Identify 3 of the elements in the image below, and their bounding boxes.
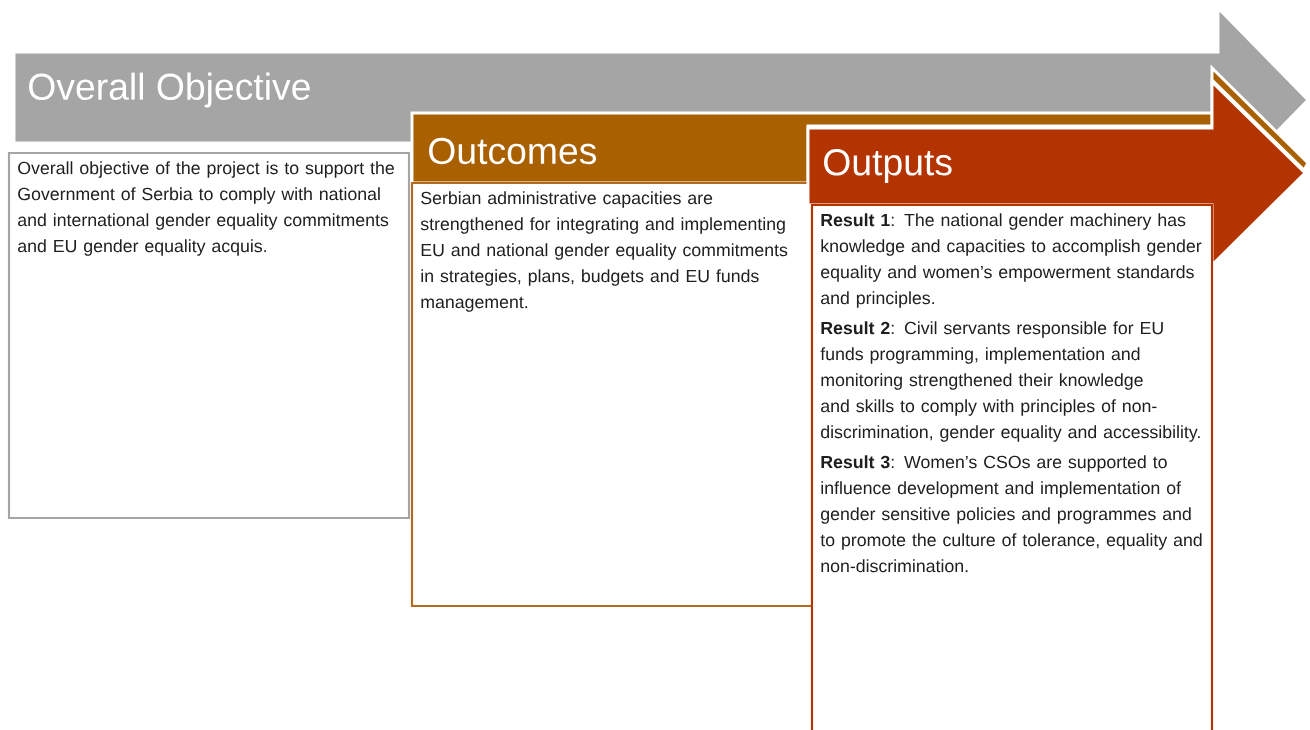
text-box: Overall objective of the project is to support the Government of Serbia to comply with national and international gender equality commitments and EU gender equality acquis.	[7, 151, 411, 520]
text-box: Serbian administrative capacities are strengthened for integrating and implementing EU and national gender equality commitments in strategies, plans, budgets and EU funds management.	[410, 181, 814, 608]
text-box: Result 1: The national gender machinery has knowledge and capacities to accomplish gender equality and women’s empowerment standards and principles. Result 2: Civil servants responsible for EU funds programming, implementation and monitoring strengthened their knowledge and skills to comply with principles of non-discrimination, gender equality and accessibility. Result 3: Women’s CSOs are supported to influence development and implementation of gender sensitive policies and programmes and to promote the culture of tolerance, equality and non-discrimination.	[810, 203, 1214, 730]
